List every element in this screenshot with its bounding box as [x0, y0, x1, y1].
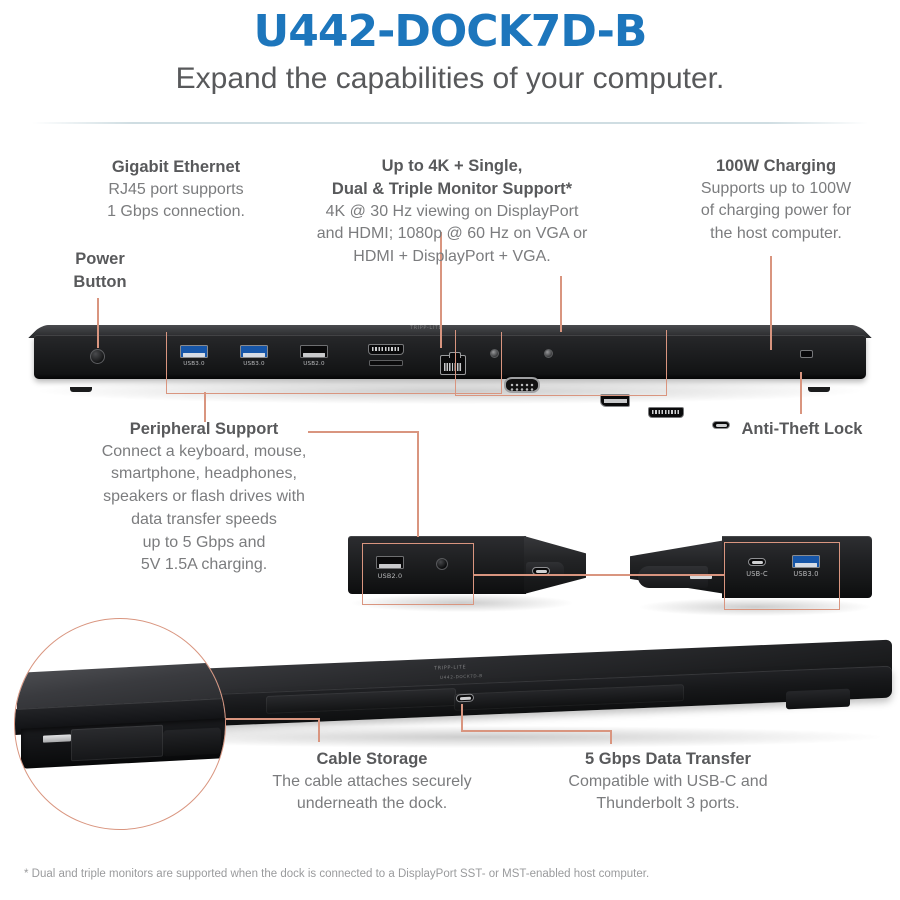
leader-cable-storage-v	[318, 718, 320, 742]
leader-monitor-support	[560, 276, 562, 332]
callout-cable-storage: Cable Storage The cable attaches securel…	[222, 748, 522, 816]
callout-data-transfer: 5 Gbps Data Transfer Compatible with USB…	[520, 748, 816, 816]
port-usb-c-host-cable	[456, 694, 474, 703]
callout-heading: Peripheral Support	[44, 418, 364, 441]
callout-peripheral-support: Peripheral Support Connect a keyboard, m…	[44, 418, 364, 577]
callout-power-button: Power Button	[36, 248, 164, 294]
callout-heading: Gigabit Ethernet	[52, 156, 300, 179]
usb-c-tongue	[460, 697, 471, 700]
callout-anti-theft-lock: Anti-Theft Lock	[714, 418, 890, 441]
bracket-peripheral-support	[166, 332, 502, 394]
dock-foot-left	[70, 387, 92, 392]
callout-100w-charging: 100W Charging Supports up to 100W of cha…	[660, 155, 892, 246]
magnifier-cable-pin	[43, 734, 71, 742]
callout-body: RJ45 port supports 1 Gbps connection.	[52, 179, 300, 224]
callout-gigabit-ethernet: Gigabit Ethernet RJ45 port supports 1 Gb…	[52, 156, 300, 224]
cable-storage-magnifier	[14, 618, 226, 830]
footnote: * Dual and triple monitors are supported…	[24, 868, 880, 880]
magnifier-cable-body	[163, 727, 221, 756]
silkscreen-brand-rear: TRIPP-LITE	[410, 325, 442, 331]
dock-foot-right	[808, 387, 830, 392]
leader-100w-charging	[770, 256, 772, 350]
header-divider	[32, 122, 868, 124]
usb-c-tongue	[536, 570, 547, 573]
callout-body: Supports up to 100W of charging power fo…	[660, 178, 892, 246]
callout-heading: Up to 4K + Single, Dual & Triple Monitor…	[272, 155, 632, 201]
callout-body: 4K @ 30 Hz viewing on DisplayPort and HD…	[272, 201, 632, 269]
leader-cable-storage-h	[226, 718, 318, 720]
callout-heading: Cable Storage	[222, 748, 522, 771]
bracket-side-right-ports	[724, 542, 840, 610]
callout-heading: Power Button	[36, 248, 164, 294]
leader-anti-theft-lock	[800, 372, 802, 414]
bracket-side-left-ports	[362, 543, 474, 605]
dp-tongue	[604, 399, 627, 403]
leader-data-transfer-h	[461, 730, 611, 732]
page-subtitle: Expand the capabilities of your computer…	[0, 62, 900, 96]
callout-body: Connect a keyboard, mouse, smartphone, h…	[44, 441, 364, 577]
leader-data-transfer-v2	[610, 730, 612, 744]
port-hdmi-2	[648, 407, 684, 418]
callout-heading: 100W Charging	[660, 155, 892, 178]
page-title: U442-DOCK7D-B	[0, 6, 900, 57]
magnifier-cable-plug	[71, 725, 163, 762]
port-kensington-lock-slot	[800, 350, 813, 358]
leader-data-transfer-v1	[461, 704, 463, 730]
leader-side-left-to-right	[474, 574, 724, 576]
callout-monitor-support: Up to 4K + Single, Dual & Triple Monitor…	[272, 155, 632, 269]
callout-body: Compatible with USB-C and Thunderbolt 3 …	[520, 771, 816, 816]
callout-heading: Anti-Theft Lock	[714, 418, 890, 441]
leader-power-button	[97, 298, 99, 348]
callout-body: The cable attaches securely underneath t…	[222, 771, 522, 816]
leader-peripheral-support-to-side	[417, 431, 419, 537]
callout-heading: 5 Gbps Data Transfer	[520, 748, 816, 771]
hdmi-pins	[652, 410, 680, 414]
dock-bottom-right-block	[786, 689, 850, 710]
power-button[interactable]	[90, 349, 105, 364]
